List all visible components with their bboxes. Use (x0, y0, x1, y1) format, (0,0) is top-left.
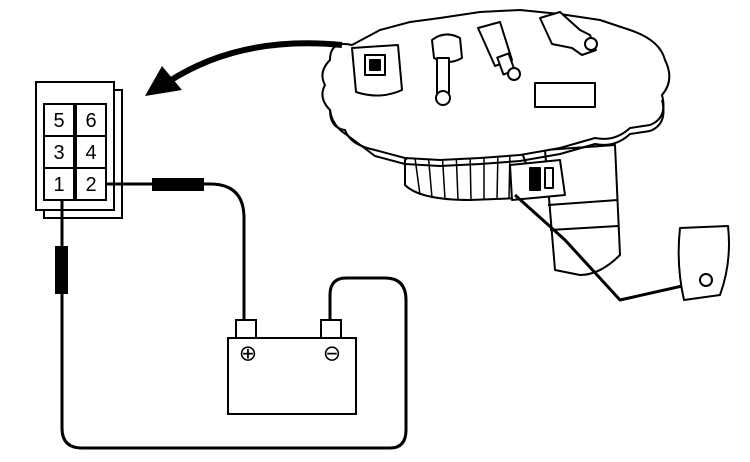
battery (227, 319, 357, 415)
pin-cell-3 (43, 135, 75, 169)
battery-negative-terminal (320, 319, 342, 339)
fuel-level-arm (513, 193, 701, 302)
negative-test-lead (60, 200, 408, 450)
pin-label-2: 2 (85, 174, 96, 196)
pin-cell-2 (75, 167, 107, 201)
positive-test-lead (106, 182, 246, 320)
battery-body (227, 337, 357, 415)
pin-label-1: 1 (53, 174, 64, 196)
pump-cylinder (544, 144, 621, 276)
pin-cell-5 (43, 103, 75, 137)
positive-lead-probe (152, 178, 204, 191)
pin-label-6: 6 (85, 110, 96, 132)
fuel-level-float (677, 225, 730, 301)
pin-cell-1 (43, 167, 75, 201)
fuel-return-pipe (539, 11, 597, 56)
pump-connector-terminal: 5 6 3 4 1 2 (35, 81, 123, 219)
negative-lead-probe (55, 246, 68, 294)
fuel-pump-assembly (321, 9, 730, 302)
pin-label-5: 5 (53, 110, 64, 132)
pin-label-4: 4 (85, 142, 96, 164)
pin-cell-4 (75, 135, 107, 169)
battery-positive-symbol: ⊕ (239, 342, 257, 367)
pin-label-3: 3 (53, 142, 64, 164)
direction-arrow (145, 40, 343, 96)
flange-label-plate (534, 82, 596, 108)
battery-negative-symbol: ⊖ (323, 342, 341, 367)
battery-positive-terminal (235, 319, 257, 339)
